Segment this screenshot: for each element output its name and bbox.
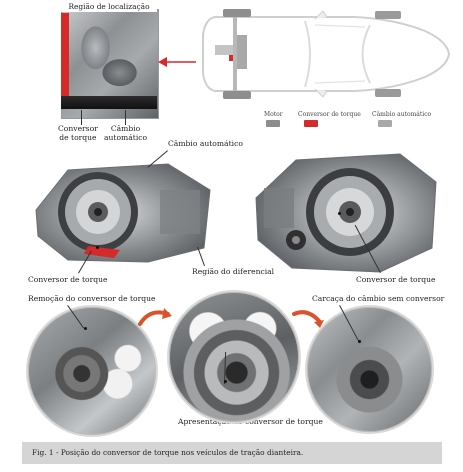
legend-swatch-motor bbox=[266, 120, 280, 127]
legend-item-converter: Conversor de torque bbox=[298, 111, 361, 127]
caption-bar bbox=[22, 442, 442, 464]
red-arrow-icon bbox=[158, 57, 196, 67]
label-differential: Região do diferencial bbox=[192, 267, 275, 276]
presentation-photo-circle bbox=[167, 290, 301, 424]
pointer-dot bbox=[358, 340, 361, 343]
label-converter-mid-left: Conversor de torque bbox=[28, 275, 108, 284]
car-top-view-diagram bbox=[202, 9, 451, 99]
pointer-dot bbox=[338, 212, 341, 215]
location-highlight-bar bbox=[61, 13, 69, 109]
red-curved-arrow-icon bbox=[138, 308, 172, 326]
photo-shadow-bar bbox=[61, 96, 157, 109]
legend-item-motor: Motor bbox=[264, 111, 283, 127]
housing-photo-circle bbox=[305, 305, 434, 434]
pointer-dot bbox=[84, 327, 87, 330]
removal-photo-circle bbox=[26, 305, 158, 437]
red-curved-arrow-icon bbox=[292, 310, 324, 328]
leader-line bbox=[81, 110, 82, 125]
pointer-dot bbox=[224, 380, 227, 383]
label-housing: Carcaça do câmbio sem conversor bbox=[312, 294, 445, 303]
pointer-dot bbox=[96, 246, 99, 249]
figure-caption: Fig. 1 - Posição do conversor de torque … bbox=[32, 448, 304, 457]
color-legend: Motor Conversor de torque Câmbio automát… bbox=[240, 111, 460, 137]
label-converter-mid-right: Conversor de torque bbox=[356, 275, 436, 284]
label-gearbox-mid: Câmbio automático bbox=[168, 139, 243, 148]
leader-line bbox=[125, 110, 126, 125]
legend-swatch-gearbox bbox=[378, 120, 392, 127]
transmission-left-photo bbox=[35, 163, 211, 263]
region-title: Região de localização bbox=[61, 2, 157, 12]
label-converter-top: Conversor de torque bbox=[58, 124, 98, 142]
legend-item-gearbox: Câmbio automático bbox=[372, 111, 431, 127]
transmission-right-photo bbox=[255, 153, 437, 273]
label-gearbox-top: Câmbio automático bbox=[104, 124, 148, 142]
legend-swatch-converter bbox=[304, 120, 318, 127]
label-removal: Remoção do conversor de torque bbox=[28, 294, 156, 303]
